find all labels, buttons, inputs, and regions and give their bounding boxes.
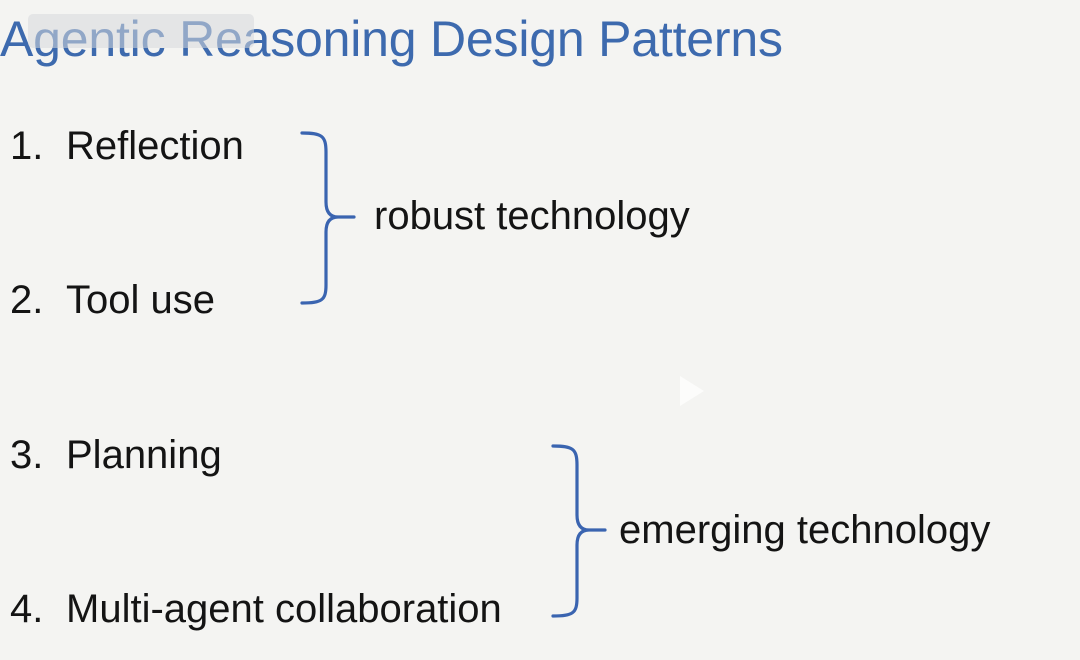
pattern-label: Multi-agent collaboration <box>66 587 502 631</box>
play-icon[interactable] <box>680 376 704 406</box>
pattern-item-reflection: 1. Reflection <box>10 124 244 169</box>
right-curly-brace-icon <box>551 444 607 618</box>
pattern-item-tool-use: 2. Tool use <box>10 278 215 323</box>
video-overlay-badge <box>28 14 254 48</box>
pattern-number: 4. <box>10 587 44 631</box>
group-label-emerging: emerging technology <box>619 508 991 552</box>
pattern-item-planning: 3. Planning <box>10 433 222 478</box>
pattern-label: Planning <box>66 433 222 477</box>
right-curly-brace-icon <box>300 131 356 305</box>
pattern-item-multi-agent: 4. Multi-agent collaboration <box>10 587 502 632</box>
pattern-number: 2. <box>10 278 44 322</box>
group-label-robust: robust technology <box>374 194 690 238</box>
pattern-number: 3. <box>10 433 44 477</box>
pattern-label: Reflection <box>66 124 244 168</box>
pattern-number: 1. <box>10 124 44 168</box>
pattern-label: Tool use <box>66 278 215 322</box>
